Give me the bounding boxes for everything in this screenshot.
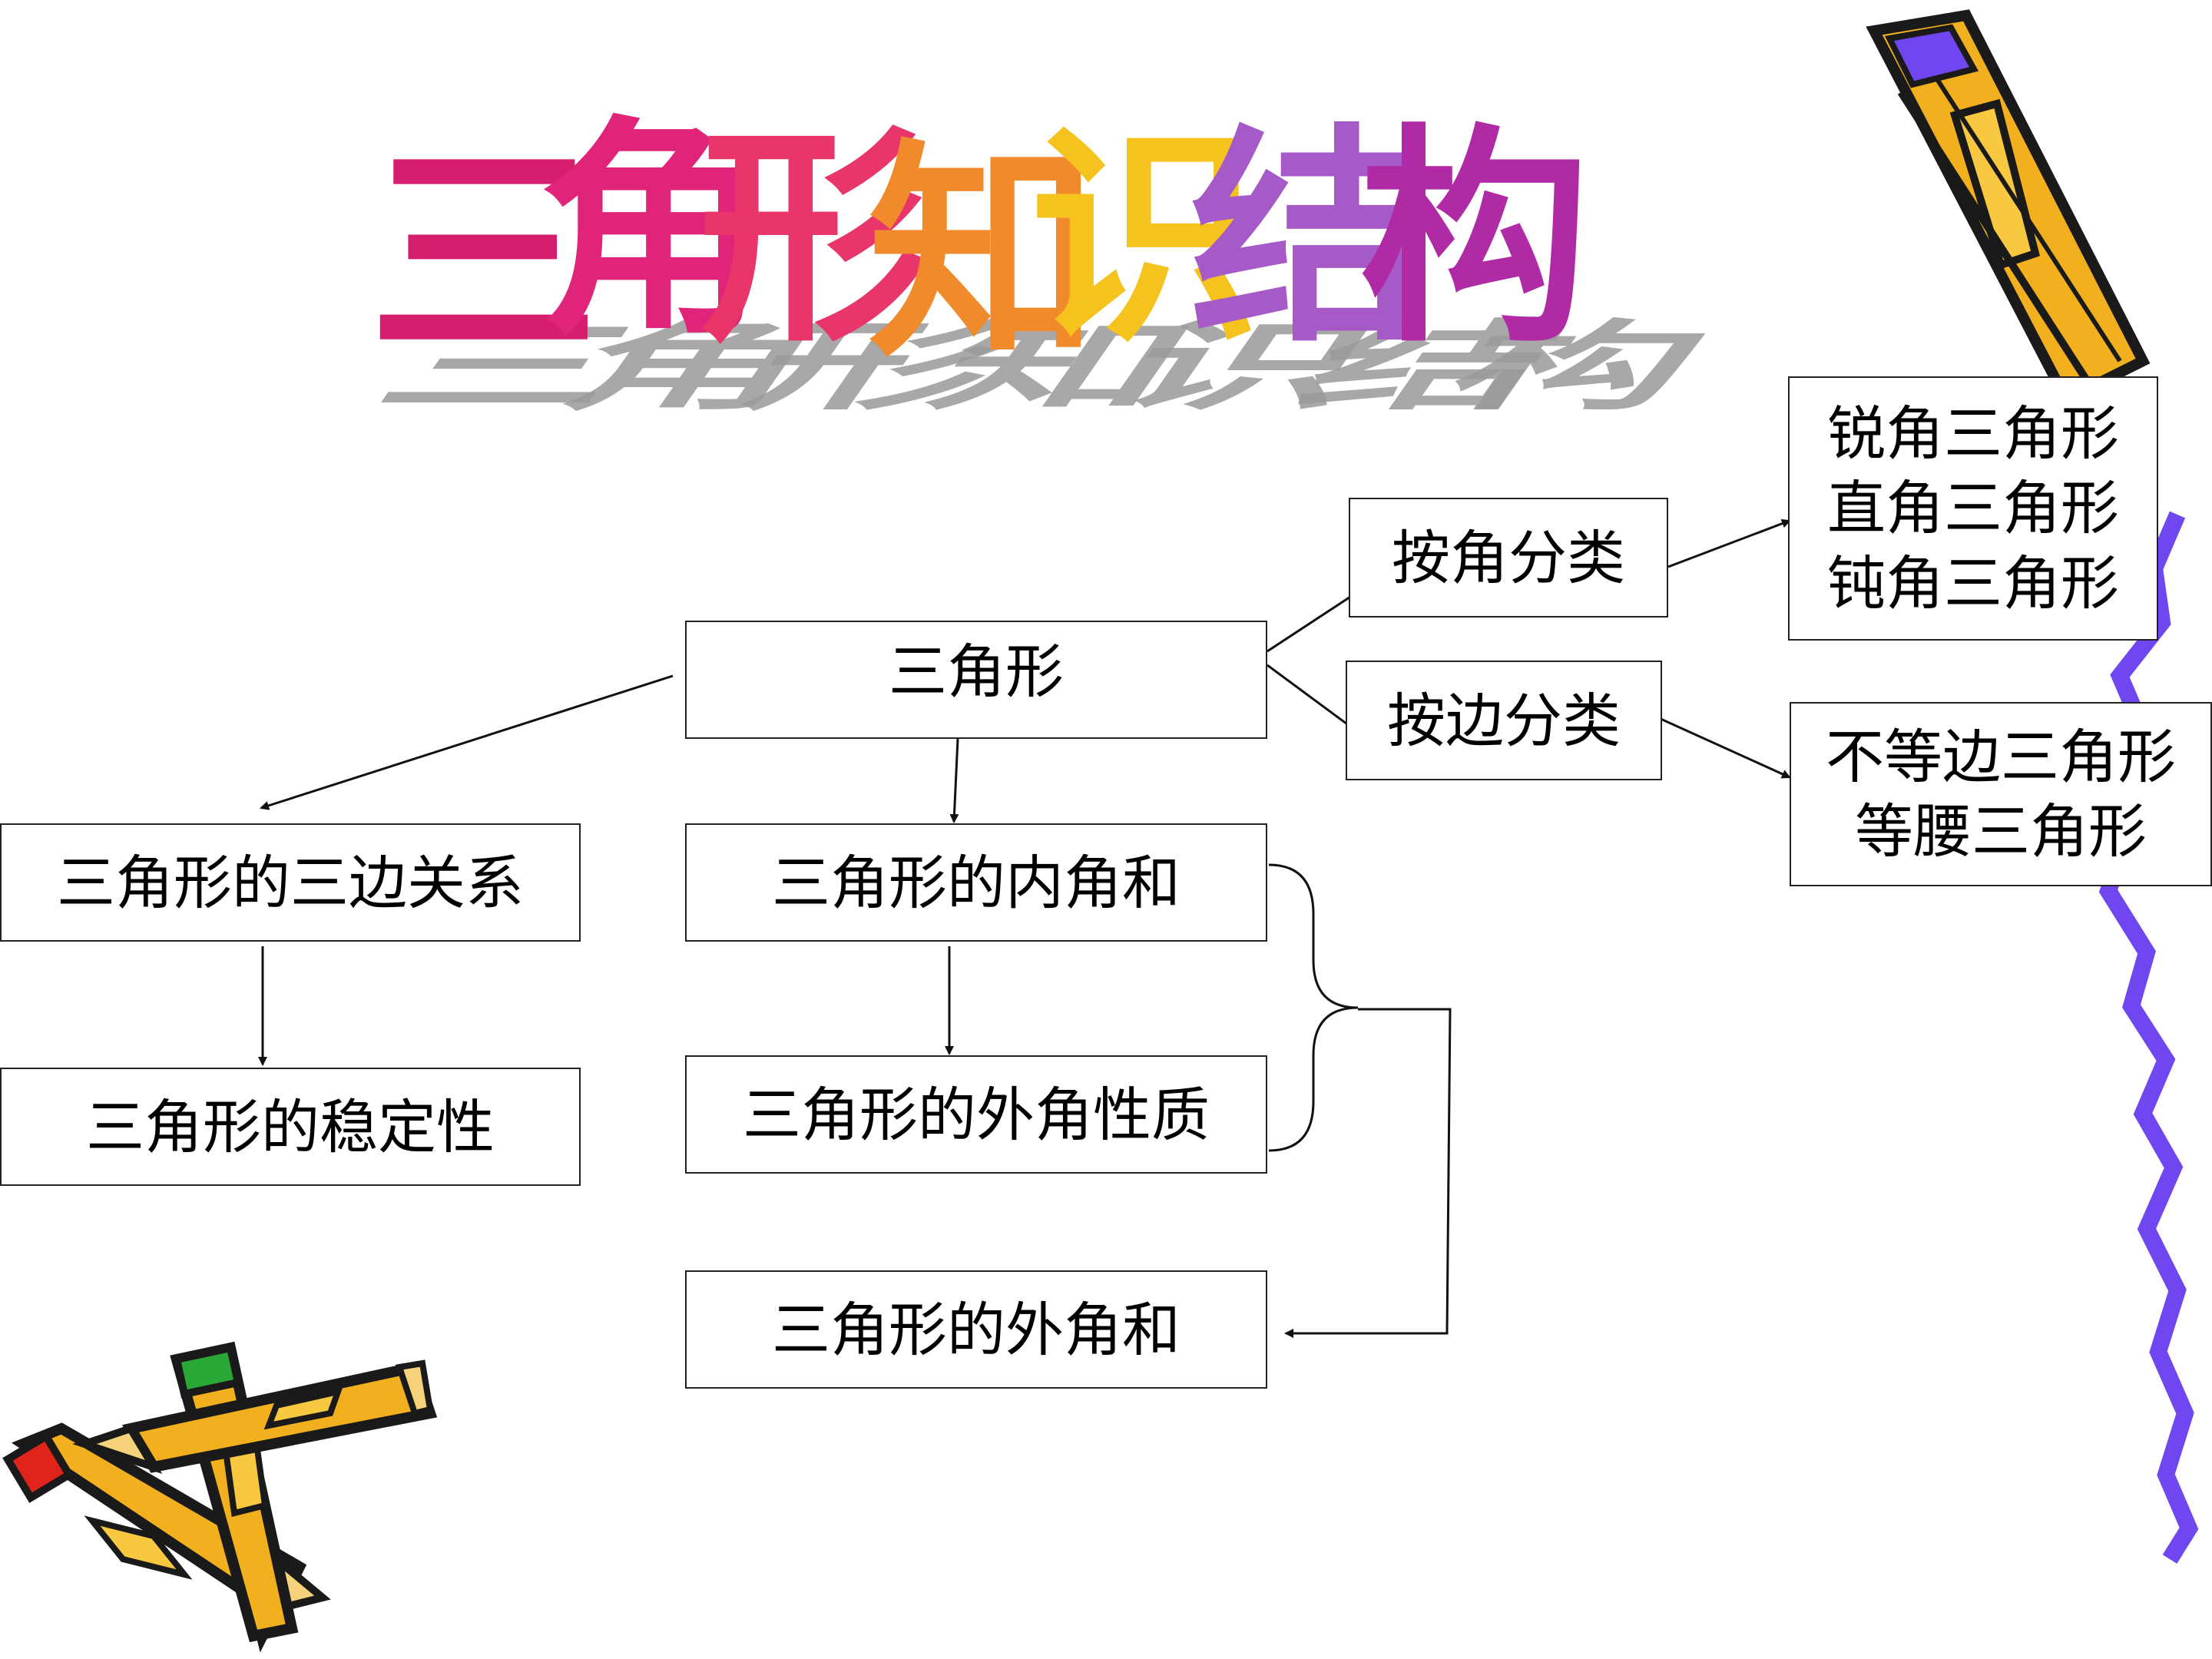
title-char: 知 bbox=[868, 118, 1098, 389]
side-type-isosceles: 等腰三角形 bbox=[1855, 797, 2147, 866]
arrow-root-to-interior-sum bbox=[949, 738, 959, 823]
node-stability: 三角形的稳定性 bbox=[0, 1068, 581, 1186]
arrow-by-side-to-types bbox=[1658, 717, 1791, 779]
node-interior-sum: 三角形的内角和 bbox=[685, 823, 1267, 942]
node-side-relation-label: 三角形的三边关系 bbox=[57, 848, 524, 917]
arrow-by-angle-to-types bbox=[1667, 518, 1791, 568]
title-char: 构 bbox=[1359, 102, 1590, 373]
title-char: 形 bbox=[699, 102, 929, 373]
arrow-brace-to-exterior-sum bbox=[1284, 1008, 1452, 1338]
node-exterior-property: 三角形的外角性质 bbox=[685, 1055, 1267, 1174]
arrow-root-to-side-relation bbox=[260, 674, 674, 810]
node-stability-label: 三角形的稳定性 bbox=[86, 1092, 495, 1161]
node-root-label: 三角形 bbox=[889, 637, 1064, 706]
node-by-side: 按边分类 bbox=[1346, 661, 1662, 780]
node-side-types: 不等边三角形 等腰三角形 bbox=[1790, 702, 2212, 886]
node-by-angle-label: 按角分类 bbox=[1392, 523, 1625, 592]
node-by-side-label: 按边分类 bbox=[1387, 686, 1621, 755]
brace bbox=[1268, 863, 1359, 1152]
node-exterior-property-label: 三角形的外角性质 bbox=[743, 1080, 1210, 1149]
node-side-relation: 三角形的三边关系 bbox=[0, 823, 581, 942]
title-char: 结 bbox=[1190, 102, 1421, 373]
zigzag-line bbox=[2094, 511, 2199, 1564]
node-by-angle: 按角分类 bbox=[1349, 498, 1668, 618]
angle-type-obtuse: 钝角三角形 bbox=[1827, 548, 2119, 618]
angle-type-right: 直角三角形 bbox=[1827, 474, 2119, 543]
node-exterior-sum-label: 三角形的外角和 bbox=[772, 1295, 1181, 1364]
node-interior-sum-label: 三角形的内角和 bbox=[772, 848, 1181, 917]
node-root: 三角形 bbox=[685, 621, 1267, 739]
pencils-bottom-left-icon bbox=[2, 1341, 438, 1653]
node-exterior-sum: 三角形的外角和 bbox=[685, 1270, 1267, 1389]
node-angle-types: 锐角三角形 直角三角形 钝角三角形 bbox=[1788, 376, 2158, 641]
angle-type-acute: 锐角三角形 bbox=[1827, 399, 2119, 469]
title-char: 识 bbox=[1029, 102, 1260, 373]
title-wordart: 三 角 形 知 识 结 构 三 角 形 知 识 结 构 bbox=[338, 94, 1733, 423]
title-char: 角 bbox=[538, 94, 768, 366]
pencil-top-right-icon bbox=[1866, 9, 2151, 407]
side-type-scalene: 不等边三角形 bbox=[1826, 722, 2176, 791]
title-char: 三 bbox=[369, 118, 599, 389]
